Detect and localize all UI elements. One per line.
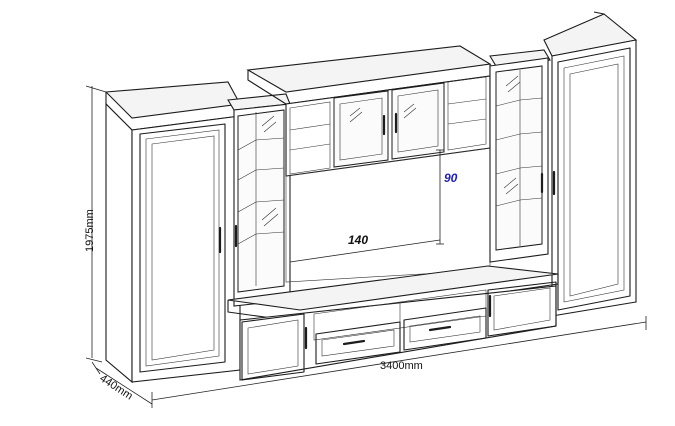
bridge-glass-door-right <box>391 82 445 160</box>
width-dimension-label: 3400mm <box>380 360 423 372</box>
right-vitrine <box>489 49 551 263</box>
left-wardrobe <box>104 81 241 384</box>
height-dimension-label: 1975mm <box>84 209 96 252</box>
right-wardrobe <box>543 11 638 317</box>
dimension-width: 3400mm <box>151 316 647 408</box>
drawer-handle-icon <box>342 339 366 346</box>
tv-bench <box>227 265 559 381</box>
niche-height-label: 90 <box>444 171 458 185</box>
bridge-glass-door-left <box>333 90 389 168</box>
vitrine-glass-right <box>495 65 543 251</box>
vitrine-glass-left <box>237 109 285 293</box>
left-vitrine <box>227 93 291 307</box>
dimension-height: 1975mm <box>84 85 107 363</box>
niche-width-label: 140 <box>348 233 368 247</box>
niche-width-line <box>289 239 441 263</box>
